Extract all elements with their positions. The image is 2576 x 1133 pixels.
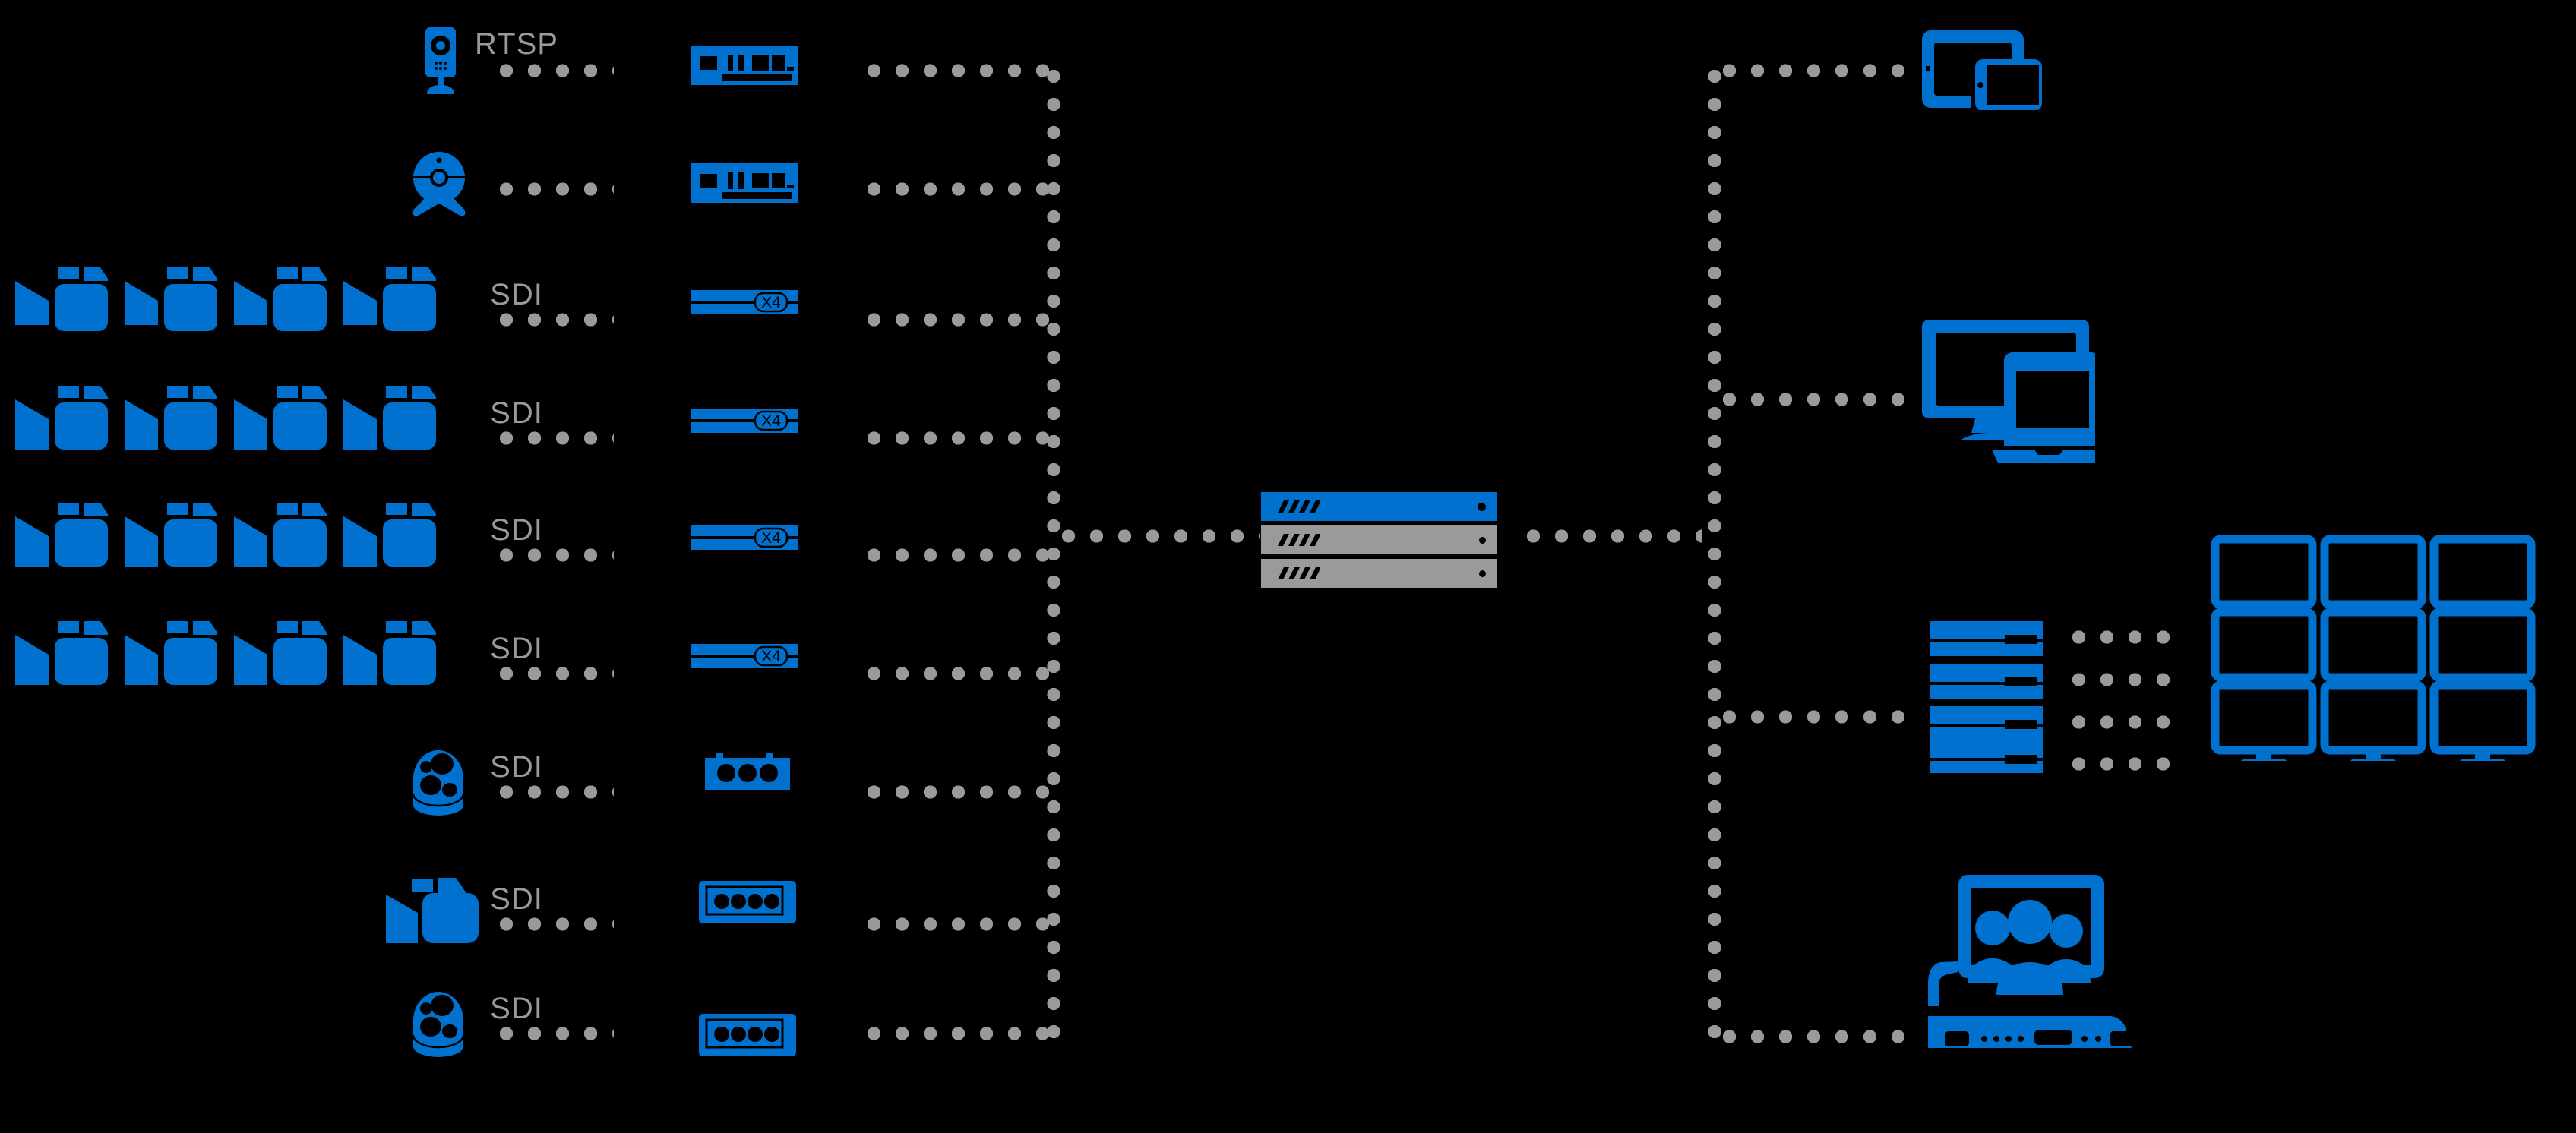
protocol-label-sdi-4: SDI — [490, 632, 543, 665]
link-source-to-encoder-5 — [492, 548, 614, 562]
server-unit-3[interactable] — [1261, 559, 1497, 588]
video-wall-controller-icon — [1930, 621, 2043, 773]
link-source-to-encoder-4 — [492, 431, 614, 445]
video-camera-icon — [15, 503, 108, 566]
video-camera-icon — [125, 267, 217, 331]
link-controller-to-wall-4 — [2065, 757, 2179, 771]
link-encoder-to-bus-9 — [860, 1027, 1054, 1040]
link-source-to-encoder-7 — [492, 785, 614, 799]
webcam-icon — [412, 149, 466, 216]
video-camera-icon — [234, 267, 327, 331]
link-controller-to-wall-3 — [2065, 715, 2179, 729]
protocol-label-sdi-2: SDI — [490, 396, 543, 430]
video-camera-icon — [234, 621, 327, 685]
sdi-encoder-icon-2: X4 — [691, 401, 798, 437]
distribution-bus-trunk — [1708, 62, 1721, 1038]
sdi-encoder-icon-3: X4 — [691, 518, 798, 554]
link-bus-to-mobile — [1715, 64, 1917, 77]
video-camera-icon — [125, 503, 217, 566]
video-camera-icon — [343, 503, 436, 566]
video-camera-icon — [15, 621, 108, 685]
server-status-led — [1479, 537, 1486, 544]
protocol-label-sdi-3: SDI — [490, 513, 543, 547]
video-camera-icon — [343, 386, 436, 450]
video-wall-3x3-icon — [2209, 533, 2551, 765]
sdi-encoder-icon-4: X4 — [691, 636, 798, 673]
svg-text:X4: X4 — [761, 648, 781, 665]
video-camera-icon — [125, 621, 217, 685]
link-source-to-encoder-1 — [492, 64, 614, 77]
link-encoder-to-bus-3 — [860, 313, 1054, 327]
video-camera-icon — [15, 386, 108, 450]
svg-text:X4: X4 — [761, 529, 781, 547]
three-port-encoder-icon — [705, 752, 790, 790]
video-camera-icon — [343, 621, 436, 685]
link-source-to-encoder-6 — [492, 667, 614, 680]
four-port-encoder-icon-2 — [699, 1014, 796, 1056]
server-status-led — [1478, 503, 1486, 511]
link-encoder-to-bus-5 — [860, 548, 1054, 562]
ptz-dome-camera-icon-2 — [410, 986, 466, 1060]
link-ingest-bus-to-server — [1054, 529, 1260, 543]
video-camera-icon-single — [384, 875, 483, 943]
svg-text:X4: X4 — [761, 412, 781, 430]
tablet-and-phone-icon — [1920, 30, 2050, 110]
link-source-to-encoder-8 — [492, 917, 614, 931]
ingest-bus-trunk — [1047, 62, 1060, 1038]
link-bus-to-videowall-controller — [1715, 710, 1917, 724]
network-encoder-icon-1 — [691, 46, 798, 85]
link-controller-to-wall-1 — [2065, 630, 2179, 644]
four-port-encoder-icon-1 — [699, 881, 796, 923]
ptz-dome-camera-icon-1 — [410, 744, 466, 819]
link-encoder-to-bus-1 — [860, 64, 1054, 77]
video-camera-icon — [234, 386, 327, 450]
link-encoder-to-bus-7 — [860, 785, 1054, 799]
server-unit-active[interactable] — [1261, 492, 1497, 521]
monitor-and-laptop-icon — [1920, 302, 2095, 477]
link-source-to-encoder-9 — [492, 1027, 614, 1040]
link-bus-to-desktop — [1715, 393, 1917, 406]
video-conference-icon — [1928, 875, 2133, 1072]
protocol-label-sdi-7: SDI — [490, 992, 543, 1025]
protocol-label-sdi-5: SDI — [490, 750, 543, 784]
video-camera-icon — [234, 503, 327, 566]
link-bus-to-conference — [1715, 1030, 1917, 1043]
ip-camera-icon — [416, 27, 465, 96]
link-encoder-to-bus-6 — [860, 667, 1054, 680]
sdi-encoder-icon-1: X4 — [691, 282, 798, 319]
network-encoder-icon-2 — [691, 163, 798, 203]
protocol-label-sdi-6: SDI — [490, 882, 543, 916]
link-encoder-to-bus-4 — [860, 431, 1054, 445]
link-controller-to-wall-2 — [2065, 673, 2179, 686]
video-camera-icon — [15, 267, 108, 331]
link-encoder-to-bus-2 — [860, 182, 1054, 196]
protocol-label-sdi-1: SDI — [490, 278, 543, 311]
link-server-to-distribution-bus — [1519, 529, 1702, 543]
server-unit-2[interactable] — [1261, 525, 1497, 554]
link-source-to-encoder-2 — [492, 182, 614, 196]
video-camera-icon — [125, 386, 217, 450]
video-camera-icon — [343, 267, 436, 331]
server-status-led — [1479, 570, 1486, 577]
link-source-to-encoder-3 — [492, 313, 614, 327]
protocol-label-rtsp: RTSP — [475, 27, 558, 61]
link-encoder-to-bus-8 — [860, 917, 1054, 931]
encoder-badge-text: X4 — [761, 294, 781, 311]
